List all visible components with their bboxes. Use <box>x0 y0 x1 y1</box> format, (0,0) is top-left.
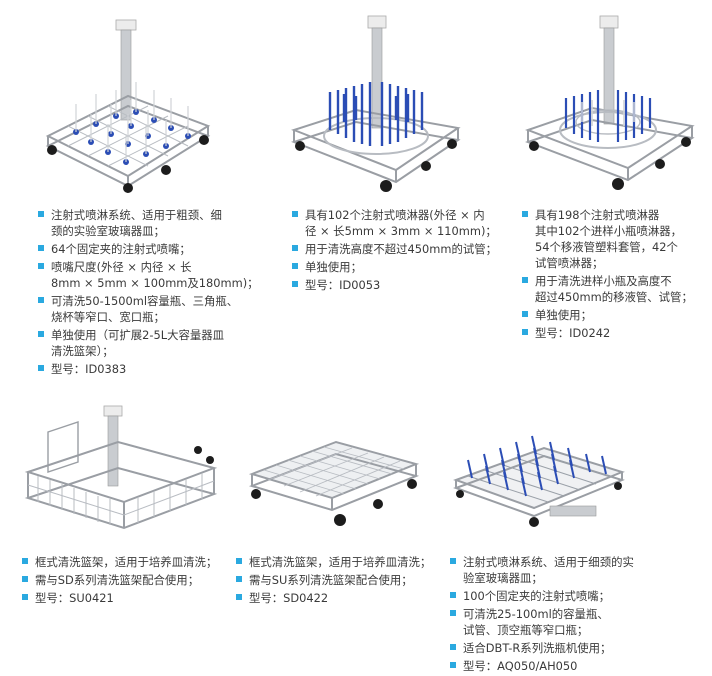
spec-item: 单独使用； <box>292 259 497 275</box>
spec-item: 框式清洗篮架，适用于培养皿清洗； <box>236 554 431 570</box>
bullet-icon <box>522 277 528 283</box>
bullet-icon <box>38 365 44 371</box>
bullet-icon <box>292 211 298 217</box>
spec-item: 适合DBT-R系列洗瓶机使用； <box>450 640 634 656</box>
spec-item: 可清洗25-100ml的容量瓶、试管、顶空瓶等窄口瓶； <box>450 606 634 638</box>
spec-item: 单独使用（可扩展2-5L大容量器皿清洗篮架）； <box>38 327 259 359</box>
bullet-icon <box>22 558 28 564</box>
bullet-icon <box>38 297 44 303</box>
spec-item: 具有198个注射式喷淋器其中102个进样小瓶喷淋器，54个移液管塑料套管，42个… <box>522 207 693 271</box>
bullet-icon <box>38 263 44 269</box>
spec-item: 型号：SU0421 <box>22 590 217 606</box>
bullet-icon <box>292 281 298 287</box>
frame-basket-su0421-photo <box>18 402 223 542</box>
round-rack-198-nozzles-photo <box>520 10 700 200</box>
spec-item: 注射式喷淋系统、适用于细颈的实验室玻璃器皿； <box>450 554 634 586</box>
spec-item: 型号：SD0422 <box>236 590 431 606</box>
spec-item: 型号：ID0242 <box>522 325 693 341</box>
bullet-icon <box>236 594 242 600</box>
spec-item: 需与SD系列清洗篮架配合使用； <box>22 572 217 588</box>
bullet-icon <box>450 644 456 650</box>
spec-item: 需与SU系列清洗篮架配合使用； <box>236 572 431 588</box>
spec-list-su0421: 框式清洗篮架，适用于培养皿清洗； 需与SD系列清洗篮架配合使用； 型号：SU04… <box>22 554 217 608</box>
bullet-icon <box>522 329 528 335</box>
spec-item: 100个固定夹的注射式喷嘴； <box>450 588 634 604</box>
bullet-icon <box>38 245 44 251</box>
rack-100-nozzles-photo <box>450 414 630 540</box>
spec-item: 注射式喷淋系统、适用于粗颈、细颈的实验室玻璃器皿； <box>38 207 259 239</box>
spec-list-id0383: 注射式喷淋系统、适用于粗颈、细颈的实验室玻璃器皿； 64个固定夹的注射式喷嘴； … <box>38 207 259 379</box>
bullet-icon <box>236 576 242 582</box>
spec-item: 型号：AQ050/AH050 <box>450 658 634 674</box>
bullet-icon <box>450 558 456 564</box>
bullet-icon <box>522 311 528 317</box>
spec-list-sd0422: 框式清洗篮架，适用于培养皿清洗； 需与SU系列清洗篮架配合使用； 型号：SD04… <box>236 554 431 608</box>
spec-list-id0053: 具有102个注射式喷淋器(外径 × 内径 × 长5mm × 3mm × 110m… <box>292 207 497 295</box>
spec-item: 可清洗50-1500ml容量瓶、三角瓶、烧杯等窄口、宽口瓶； <box>38 293 259 325</box>
frame-basket-sd0422-photo <box>244 428 424 540</box>
spec-list-aq050: 注射式喷淋系统、适用于细颈的实验室玻璃器皿； 100个固定夹的注射式喷嘴； 可清… <box>450 554 634 676</box>
spec-item: 64个固定夹的注射式喷嘴； <box>38 241 259 257</box>
bullet-icon <box>292 245 298 251</box>
spec-item: 单独使用； <box>522 307 693 323</box>
spec-item: 型号：ID0383 <box>38 361 259 377</box>
spec-item: 具有102个注射式喷淋器(外径 × 内径 × 长5mm × 3mm × 110m… <box>292 207 497 239</box>
spec-item: 型号：ID0053 <box>292 277 497 293</box>
bullet-icon <box>292 263 298 269</box>
bullet-icon <box>38 211 44 217</box>
bullet-icon <box>522 211 528 217</box>
spec-item: 用于清洗高度不超过450mm的试管； <box>292 241 497 257</box>
rack-64-nozzles-photo <box>36 14 216 194</box>
spec-item: 框式清洗篮架，适用于培养皿清洗； <box>22 554 217 570</box>
spec-item: 用于清洗进样小瓶及高度不超过450mm的移液管、试管； <box>522 273 693 305</box>
bullet-icon <box>450 592 456 598</box>
bullet-icon <box>450 610 456 616</box>
spec-list-id0242: 具有198个注射式喷淋器其中102个进样小瓶喷淋器，54个移液管塑料套管，42个… <box>522 207 693 343</box>
bullet-icon <box>450 662 456 668</box>
bullet-icon <box>236 558 242 564</box>
round-rack-102-nozzles-photo <box>286 10 466 200</box>
bullet-icon <box>22 594 28 600</box>
bullet-icon <box>38 331 44 337</box>
bullet-icon <box>22 576 28 582</box>
